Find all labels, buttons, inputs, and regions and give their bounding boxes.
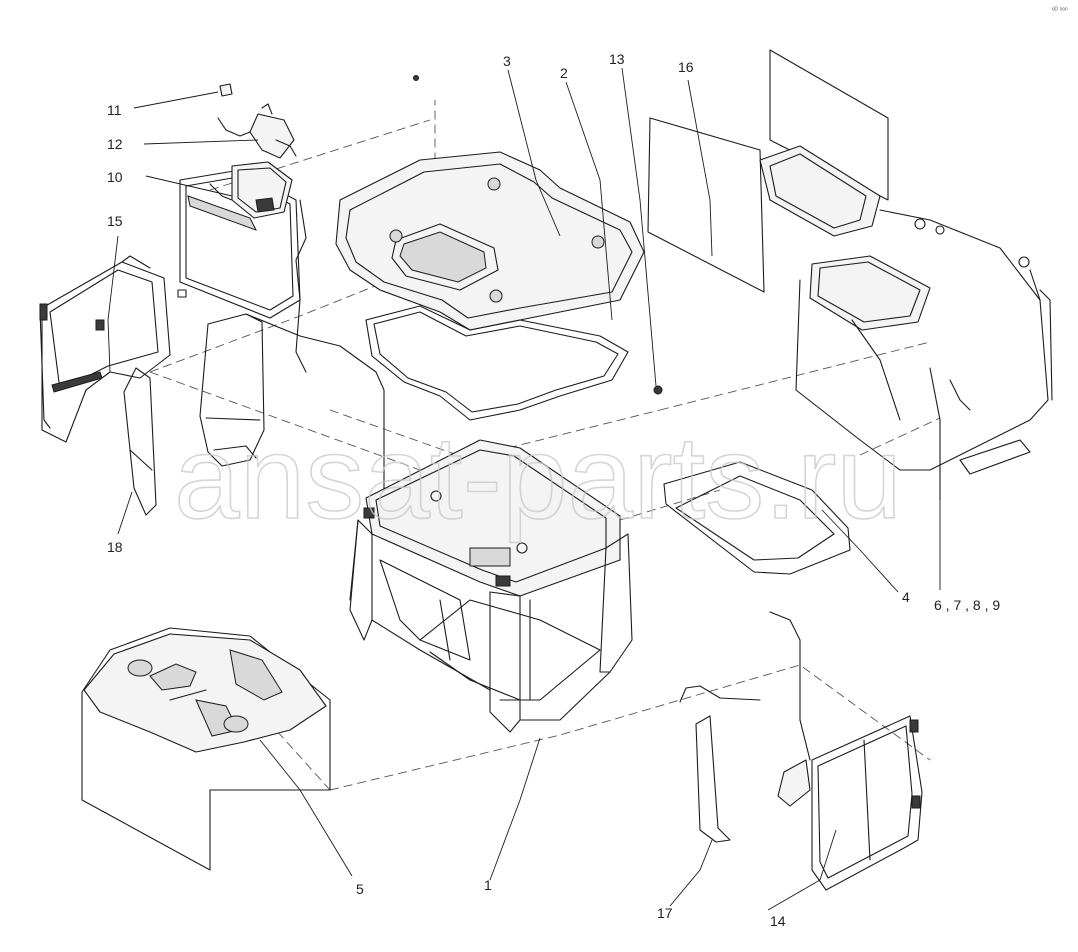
callout-1: 1: [484, 877, 492, 893]
callout-17: 17: [657, 905, 673, 921]
callout-2: 2: [560, 65, 568, 81]
callout-11: 11: [107, 102, 122, 118]
part-11-plate: [219, 83, 233, 97]
callout-18: 18: [107, 539, 123, 555]
callout-10: 10: [107, 169, 123, 185]
part-17-side-trim: [695, 715, 731, 843]
part-4-floor-plate: [663, 461, 851, 575]
watermark-text: ansat-parts.ru: [174, 412, 902, 544]
part-16-windshield: [647, 49, 889, 293]
leader-lines: [107, 67, 941, 911]
part-12-switch-assembly: [217, 103, 297, 159]
part-2-roof-seal: [365, 305, 629, 421]
callout-12: 12: [107, 136, 123, 152]
callout-6-7-8-9: 6 , 7 , 8 , 9: [934, 597, 1000, 613]
callout-3: 3: [503, 53, 511, 69]
part-14-right-door: [679, 611, 923, 891]
corner-mark: ᵉᴰ ᵒᵒᵒ: [1052, 7, 1068, 14]
part-6-9-front-console: [759, 145, 1053, 501]
callout-labels: 1 2 3 4 5 6 , 7 , 8 , 9 10 11 12 13 14 1…: [107, 51, 1000, 929]
part-1-cab-frame: [349, 439, 633, 733]
part-10-control-box: [209, 161, 293, 219]
callout-14: 14: [770, 913, 786, 929]
callout-16: 16: [678, 59, 694, 75]
callout-5: 5: [356, 881, 364, 897]
part-15-left-door: [39, 255, 171, 443]
part-18-lower-panel: [123, 367, 157, 516]
part-5-floor-mat: [81, 627, 331, 871]
part-13-fastener: [413, 75, 663, 395]
callout-15: 15: [107, 213, 123, 229]
callout-4: 4: [902, 589, 910, 605]
part-3-roof-cover: [335, 151, 645, 331]
callout-13: 13: [609, 51, 625, 67]
